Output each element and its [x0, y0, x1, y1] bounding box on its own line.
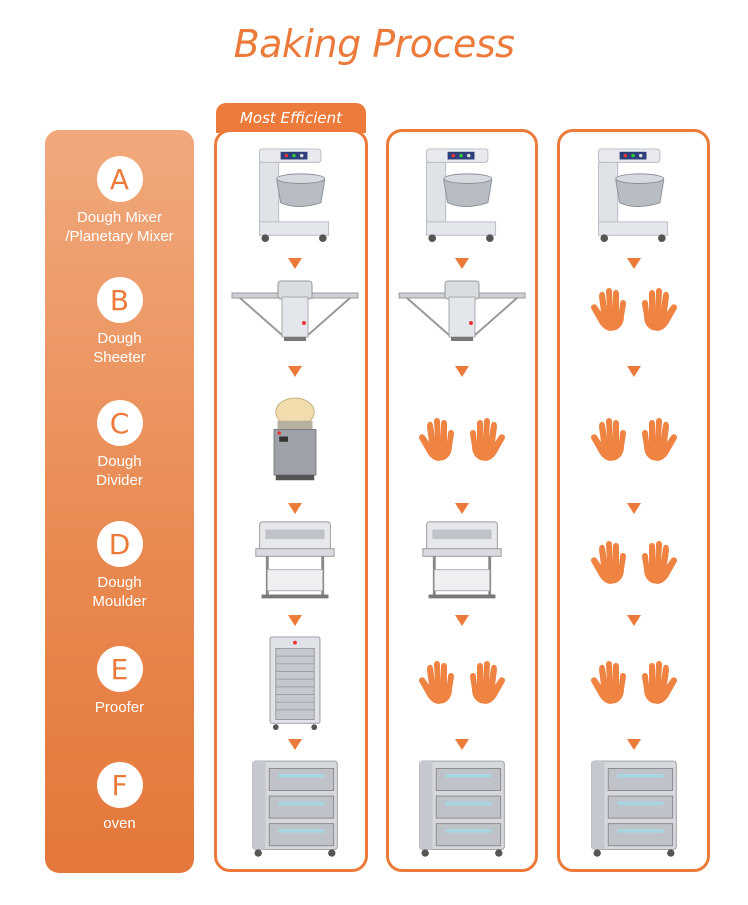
- step-label: Dough Divider: [96, 453, 143, 489]
- step-label: Dough Moulder: [92, 574, 147, 610]
- down-arrow-icon: [288, 739, 302, 750]
- down-arrow-icon: [288, 615, 302, 626]
- sheeter-machine: [230, 275, 360, 345]
- down-arrow-icon: [288, 366, 302, 377]
- step-letter: F: [96, 762, 143, 808]
- most-efficient-badge: Most Efficient: [216, 103, 366, 133]
- hands-icon: [414, 416, 510, 464]
- proofer-machine: [266, 635, 324, 731]
- hands-icon: [586, 286, 682, 334]
- moulder-machine: [419, 518, 505, 608]
- moulder-machine: [252, 518, 338, 608]
- step-d: D Dough Moulder: [45, 521, 194, 611]
- step-letter: E: [96, 646, 143, 692]
- down-arrow-icon: [288, 503, 302, 514]
- oven-machine: [588, 753, 680, 863]
- step-label: Dough Sheeter: [93, 330, 146, 366]
- down-arrow-icon: [627, 366, 641, 377]
- down-arrow-icon: [455, 739, 469, 750]
- down-arrow-icon: [455, 258, 469, 269]
- down-arrow-icon: [455, 615, 469, 626]
- hands-icon: [414, 659, 510, 707]
- step-letter: A: [96, 156, 143, 202]
- step-b: B Dough Sheeter: [45, 277, 194, 367]
- step-label: oven: [103, 815, 136, 832]
- down-arrow-icon: [627, 615, 641, 626]
- mixer-machine: [590, 147, 678, 243]
- step-letter: D: [96, 521, 143, 567]
- page-title: Baking Process: [233, 22, 515, 66]
- step-c: C Dough Divider: [45, 400, 194, 490]
- down-arrow-icon: [288, 258, 302, 269]
- step-label: Dough Mixer /Planetary Mixer: [65, 209, 174, 245]
- hands-icon: [586, 416, 682, 464]
- down-arrow-icon: [455, 366, 469, 377]
- step-label: Proofer: [94, 699, 145, 716]
- sheeter-machine: [397, 275, 527, 345]
- step-f: F oven: [45, 762, 194, 833]
- hands-icon: [586, 539, 682, 587]
- divider-machine: [260, 392, 330, 488]
- steps-panel: A Dough Mixer /Planetary Mixer B Dough S…: [45, 130, 194, 873]
- down-arrow-icon: [455, 503, 469, 514]
- hands-icon: [586, 659, 682, 707]
- oven-machine: [416, 753, 508, 863]
- down-arrow-icon: [627, 739, 641, 750]
- oven-machine: [249, 753, 341, 863]
- mixer-machine: [251, 147, 339, 243]
- step-e: E Proofer: [45, 646, 194, 717]
- mixer-machine: [418, 147, 506, 243]
- step-letter: B: [96, 277, 143, 323]
- down-arrow-icon: [627, 503, 641, 514]
- down-arrow-icon: [627, 258, 641, 269]
- step-a: A Dough Mixer /Planetary Mixer: [45, 156, 194, 246]
- step-letter: C: [96, 400, 143, 446]
